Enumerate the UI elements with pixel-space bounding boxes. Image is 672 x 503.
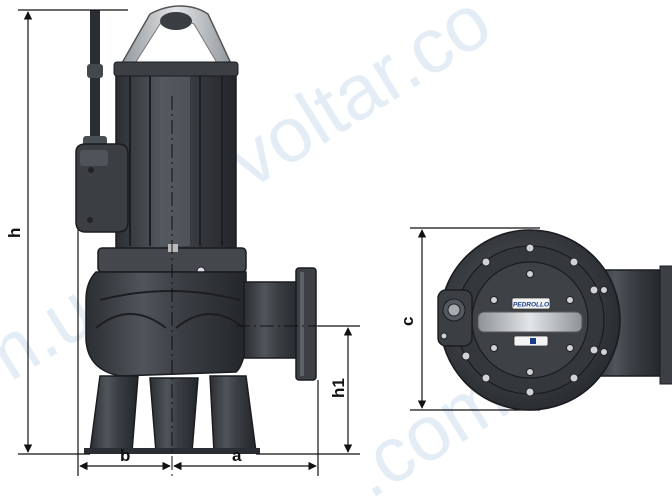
watermark-text-1: voltar.co: [212, 0, 505, 204]
pump-volute: [85, 271, 248, 377]
brand-logo-badge: [511, 297, 551, 310]
discharge-flange: [295, 267, 317, 381]
dim-label-a: a: [232, 446, 242, 465]
support-leg-right: [209, 375, 257, 453]
watermark: voltar.co m.ua .com.: [0, 0, 541, 503]
dim-label-b: b: [120, 446, 130, 465]
support-leg-left: [89, 375, 139, 453]
brand-logo-text: PEDROLLO: [513, 302, 549, 309]
top-handle-bar: [477, 311, 583, 333]
dimension-labels: h h1 b a c: [5, 228, 417, 465]
pump-top-view: PEDROLLO: [437, 229, 672, 411]
pump-side-view: [75, 5, 356, 476]
dim-label-h1: h1: [329, 378, 348, 398]
power-cable: [90, 10, 100, 68]
dim-label-c: c: [398, 317, 417, 326]
dim-label-h: h: [5, 228, 24, 238]
support-leg-center: [149, 377, 199, 453]
cable-grommet: [87, 64, 103, 78]
discharge-pipe: [243, 281, 303, 359]
